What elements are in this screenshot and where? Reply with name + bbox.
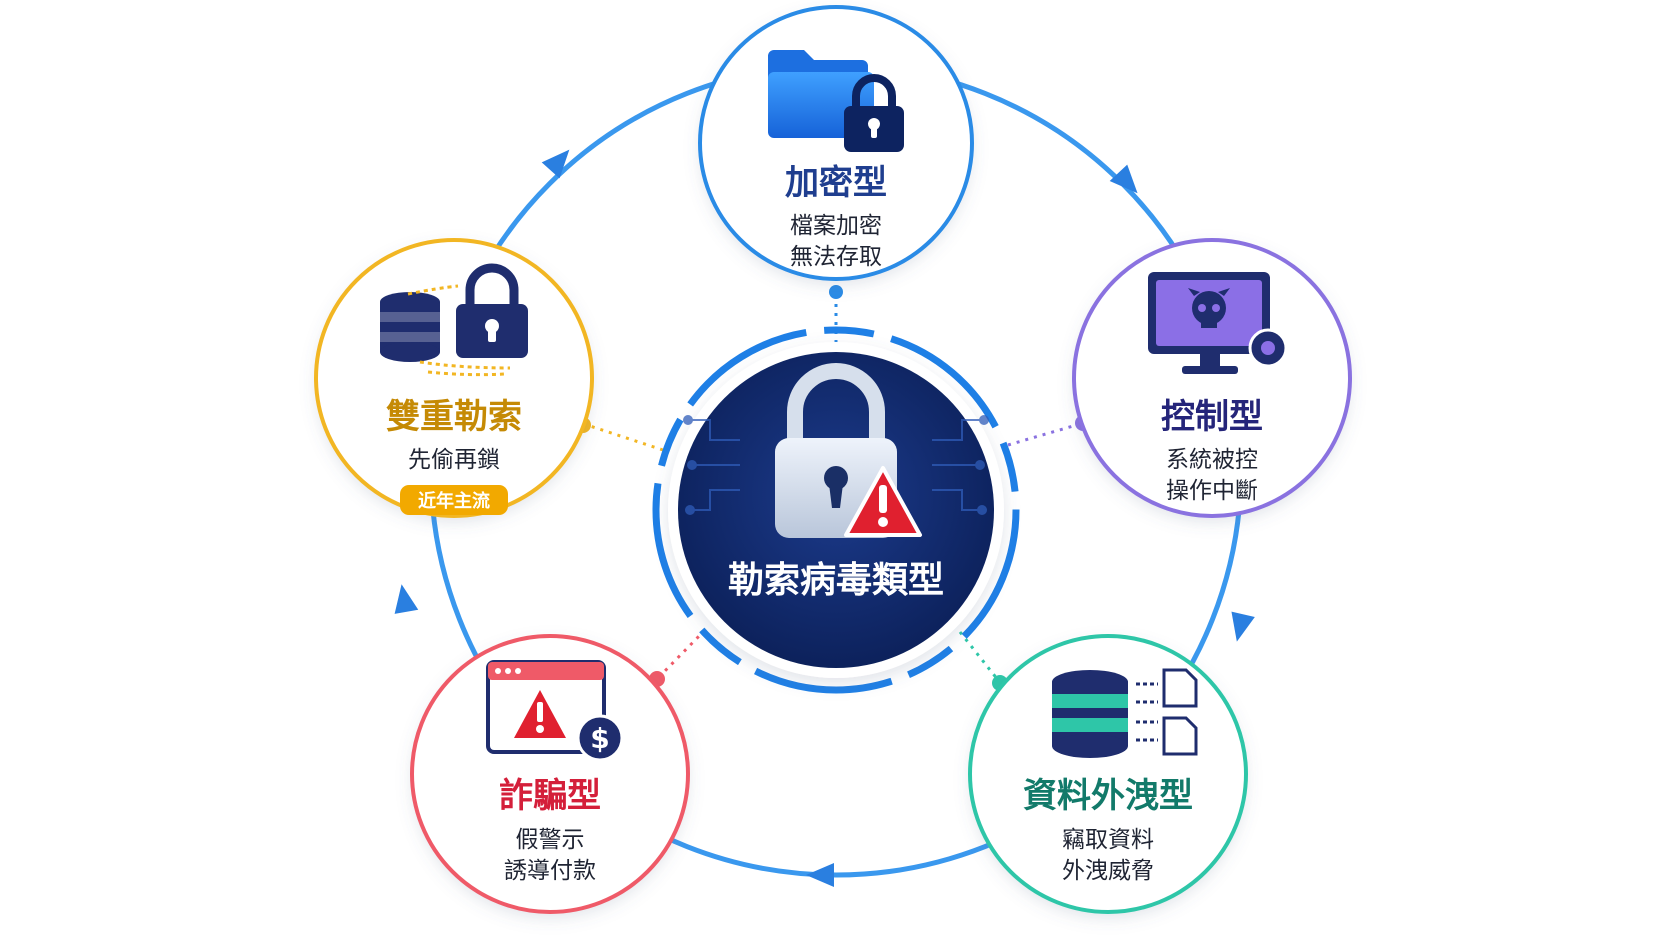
database-padlock-icon <box>380 263 528 377</box>
node-exfil-line2: 外洩威脅 <box>1062 858 1154 884</box>
node-double-badge-text: 近年主流 <box>418 490 490 512</box>
node-scam-title: 詐騙型 <box>499 776 601 816</box>
node-scam-line2: 誘導付款 <box>504 858 596 884</box>
folder-lock-icon <box>768 50 904 152</box>
cycle-arrow-5 <box>541 149 570 179</box>
database-export-icon <box>1052 668 1198 758</box>
node-double: 雙重勒索 先偷再鎖 近年主流 <box>314 238 594 518</box>
padlock-warning-icon <box>775 363 922 538</box>
cycle-arrow-3 <box>806 863 834 887</box>
cycle-arrow-2 <box>1231 611 1255 642</box>
node-double-title: 雙重勒索 <box>386 397 522 437</box>
browser-warning-dollar-icon: $ <box>486 660 624 762</box>
node-encrypt-line1: 檔案加密 <box>790 213 882 239</box>
circuit-pattern <box>683 415 989 515</box>
node-double-line1: 先偷再鎖 <box>408 447 500 473</box>
center-title: 勒索病毒類型 <box>728 560 944 601</box>
node-control-line2: 操作中斷 <box>1166 478 1258 504</box>
node-encrypt: 加密型 檔案加密 無法存取 <box>698 5 974 281</box>
node-control: 控制型 系統被控 操作中斷 <box>1072 238 1352 518</box>
center-hub: 勒索病毒類型 <box>652 326 1020 694</box>
node-encrypt-line2: 無法存取 <box>790 244 882 270</box>
cycle-arrow-1 <box>1109 164 1138 194</box>
node-scam-line1: 假警示 <box>516 827 585 853</box>
node-control-title: 控制型 <box>1161 397 1263 437</box>
node-exfil: 資料外洩型 竊取資料 外洩威脅 <box>968 634 1248 914</box>
node-scam: $ 詐騙型 假警示 誘導付款 <box>410 634 690 914</box>
cycle-arrow-4 <box>394 584 419 614</box>
node-exfil-title: 資料外洩型 <box>1023 776 1193 816</box>
monitor-skull-gear-icon <box>1148 272 1288 374</box>
node-control-line1: 系統被控 <box>1166 447 1258 473</box>
node-exfil-line1: 竊取資料 <box>1062 827 1154 853</box>
node-double-badge <box>400 485 508 515</box>
node-encrypt-title: 加密型 <box>785 163 887 203</box>
svg-text:$: $ <box>590 722 609 755</box>
